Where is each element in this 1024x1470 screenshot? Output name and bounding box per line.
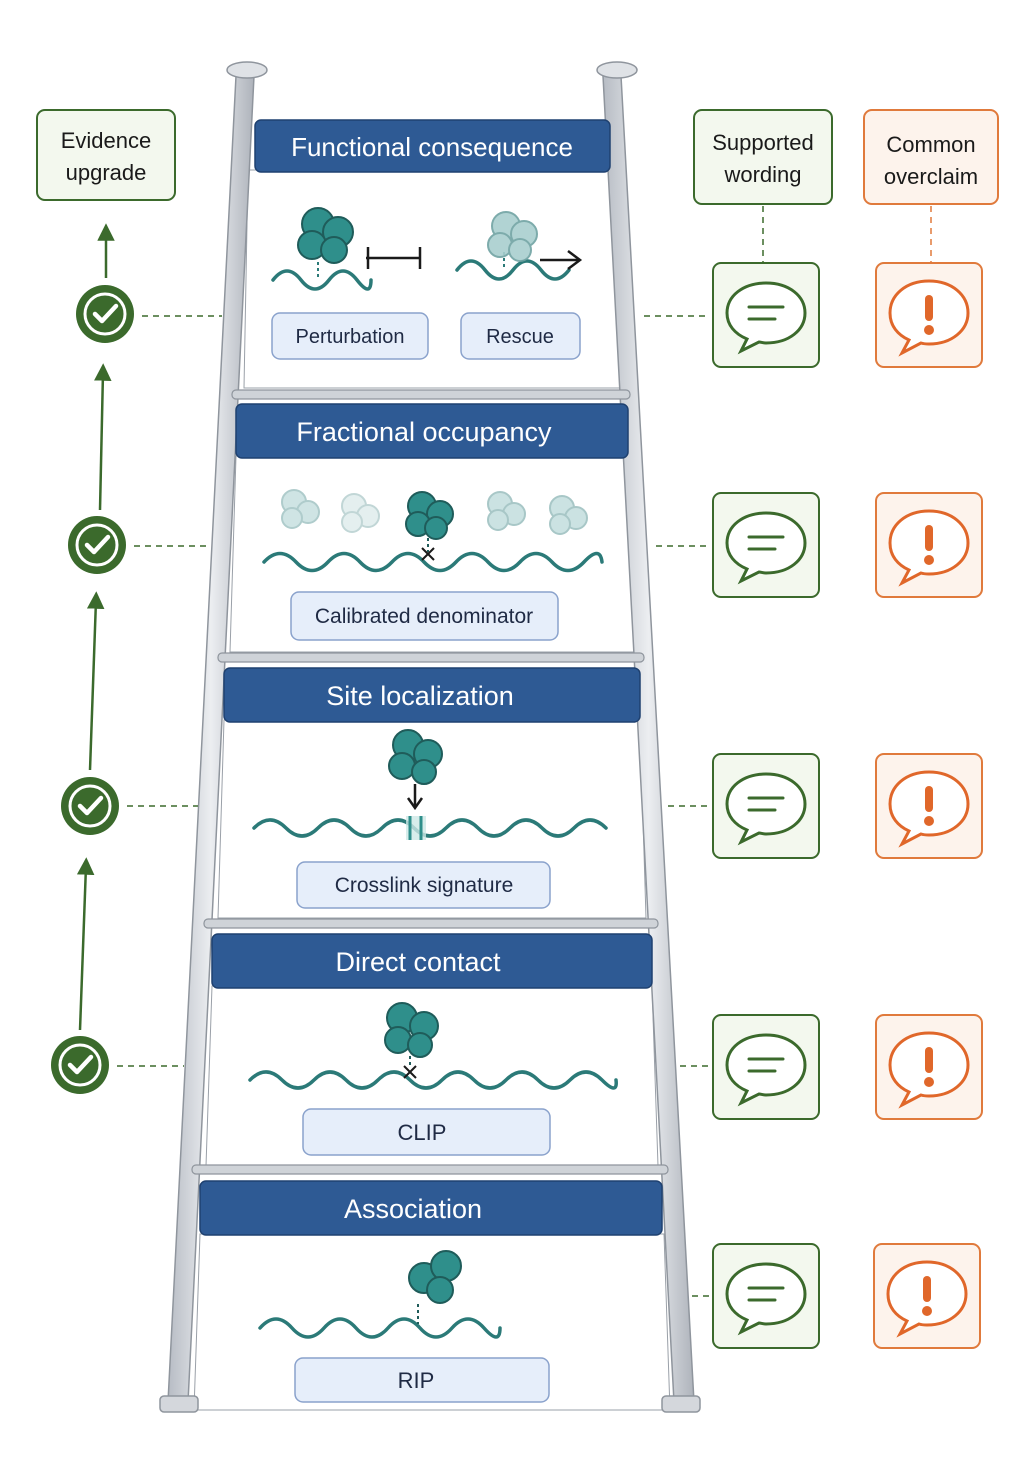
upgrade-arrow — [86, 591, 105, 771]
rna-wave-icon — [262, 551, 604, 573]
tag-crosslink-signature — [296, 861, 551, 909]
rung-title: Site localization — [326, 681, 514, 711]
rna-wave-icon — [258, 1317, 502, 1339]
rna-wave-icon — [271, 269, 373, 291]
protein-blob-icon — [549, 495, 588, 535]
rung-title: Functional consequence — [291, 132, 573, 162]
banner-functional-consequence — [254, 119, 611, 173]
ladder-rungs — [191, 389, 669, 1175]
speech-bubble-icon — [712, 1243, 820, 1349]
check-circle-icon — [68, 516, 126, 574]
tag-clip — [302, 1108, 551, 1156]
crosslink-site-marker-icon — [406, 816, 426, 840]
common-overclaim-column: Common overclaim — [863, 109, 999, 1349]
banner-association — [199, 1180, 663, 1236]
tag-rescue — [460, 312, 581, 360]
banner-site-localization — [223, 667, 641, 723]
protein-blob-icon — [487, 491, 526, 531]
common-overclaim-header — [863, 109, 999, 205]
tag-label: Crosslink signature — [335, 874, 514, 897]
header-line: Common — [886, 132, 975, 157]
banner-direct-contact — [211, 933, 653, 989]
protein-blob-icon — [408, 1250, 462, 1304]
alert-bubble-icon — [875, 753, 983, 859]
alert-bubble-icon — [875, 1014, 983, 1120]
alert-bubble-icon — [875, 492, 983, 598]
check-circle-icon — [61, 777, 119, 835]
rung-title: Fractional occupancy — [296, 417, 552, 447]
tag-perturbation — [271, 312, 429, 360]
alert-bubble-icon — [873, 1243, 981, 1349]
supported-wording-header — [693, 109, 833, 205]
speech-bubble-icon — [712, 753, 820, 859]
inhibition-bar-icon — [366, 247, 422, 269]
protein-blob-icon — [281, 489, 320, 529]
arrow-right-icon — [540, 250, 583, 270]
header-line: upgrade — [66, 160, 147, 185]
association-illustration: RIP — [258, 1250, 550, 1403]
tag-label: Rescue — [486, 326, 554, 348]
header-line: wording — [723, 162, 801, 187]
header-line: Evidence — [61, 128, 152, 153]
protein-blob-icon — [384, 1002, 439, 1058]
protein-blob-icon — [297, 207, 354, 264]
upgrade-arrow — [94, 363, 112, 511]
crosslink-x-icon — [403, 1065, 417, 1079]
rung-title-banners: Functional consequence Fractional occupa… — [199, 119, 663, 1236]
tag-label: RIP — [398, 1368, 435, 1393]
header-line: Supported — [712, 130, 814, 155]
supported-wording-column: Supported wording — [644, 109, 833, 1349]
rna-wave-icon — [248, 1070, 618, 1090]
protein-blob-icon — [341, 493, 380, 533]
crosslink-x-icon — [421, 547, 435, 561]
tag-label: Perturbation — [296, 326, 405, 348]
arrow-down-icon — [406, 784, 424, 811]
site-localization-illustration: Crosslink signature — [252, 729, 608, 909]
tag-label: Calibrated denominator — [315, 605, 533, 628]
header-line: overclaim — [884, 164, 978, 189]
functional-consequence-illustration: Perturbation Rescue — [271, 207, 583, 360]
rna-wave-icon — [455, 259, 571, 281]
speech-bubble-icon — [712, 492, 820, 598]
banner-fractional-occupancy — [235, 403, 629, 459]
rung-title: Association — [344, 1194, 482, 1224]
evidence-upgrade-column: Evidence upgrade — [36, 109, 222, 1094]
speech-bubble-icon — [712, 1014, 820, 1120]
check-circle-icon — [76, 285, 134, 343]
rna-wave-icon — [252, 818, 608, 838]
rung-title: Direct contact — [335, 947, 501, 977]
tag-label: CLIP — [398, 1120, 447, 1145]
check-circle-icon — [51, 1036, 109, 1094]
direct-contact-illustration: CLIP — [248, 1002, 618, 1156]
alert-bubble-icon — [875, 262, 983, 368]
upgrade-arrow — [76, 857, 95, 1031]
speech-bubble-icon — [712, 262, 820, 368]
protein-blob-icon — [487, 211, 538, 262]
protein-blob-icon — [388, 729, 443, 785]
tag-rip — [294, 1357, 550, 1403]
protein-blob-icon — [405, 491, 454, 540]
tag-calibrated-denominator — [290, 591, 559, 641]
fractional-occupancy-illustration: Calibrated denominator — [262, 489, 604, 641]
evidence-upgrade-header — [36, 109, 176, 201]
